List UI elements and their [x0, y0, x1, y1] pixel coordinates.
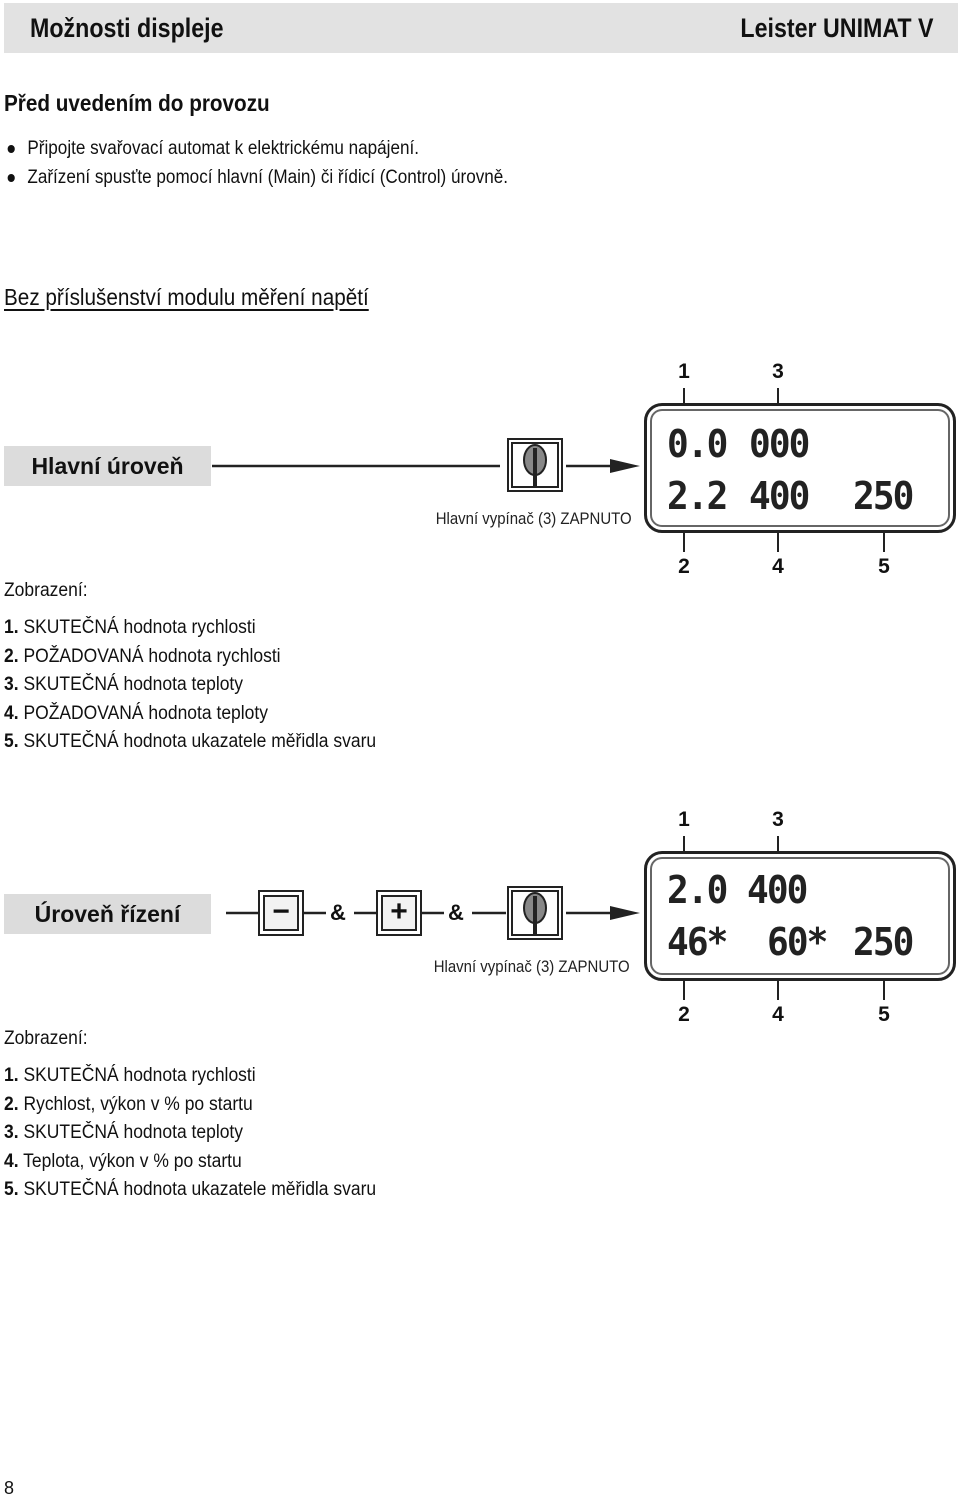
- lcd-speed-power: 46*: [667, 920, 728, 964]
- list-item: 1. SKUTEČNÁ hodnota rychlosti: [4, 617, 256, 638]
- bullet-item: Zařízení spusťte pomocí hlavní (Main) či…: [4, 163, 508, 192]
- lcd-temp-actual: 400: [747, 868, 808, 912]
- minus-button[interactable]: −: [258, 890, 304, 936]
- plus-button[interactable]: +: [376, 890, 422, 936]
- callout-number: 5: [878, 555, 890, 578]
- list-item: 4. Teplota, výkon v % po startu: [4, 1150, 242, 1172]
- callout-number: 3: [772, 808, 784, 831]
- page-header: Možnosti displeje Leister UNIMAT V: [4, 3, 958, 53]
- ampersand: &: [448, 900, 464, 925]
- lcd-temp-actual: 000: [749, 422, 810, 466]
- page-number: 8: [4, 1478, 15, 1498]
- main-switch-button[interactable]: [507, 438, 563, 492]
- lcd-temp-setpoint: 400: [749, 474, 810, 518]
- control-level-label: Úroveň řízení: [4, 894, 211, 934]
- main-switch-caption: Hlavní vypínač (3) ZAPNUTO: [436, 509, 632, 528]
- list-item: 4. POŽADOVANÁ hodnota teploty: [4, 702, 268, 724]
- lcd-speed-actual: 0.0: [667, 422, 728, 466]
- display-list-control: 1. SKUTEČNÁ hodnota rychlosti 2. Rychlos…: [4, 1062, 409, 1205]
- list-item: 5. SKUTEČNÁ hodnota ukazatele měřidla sv…: [4, 1179, 377, 1200]
- callout-number: 1: [678, 808, 690, 831]
- list-item: 3. SKUTEČNÁ hodnota teploty: [4, 1122, 244, 1143]
- list-item: 5. SKUTEČNÁ hodnota ukazatele měřidla sv…: [4, 731, 377, 752]
- lcd-speed-actual: 2.0: [667, 868, 728, 912]
- callout-number: 2: [678, 1003, 690, 1026]
- intro-heading: Před uvedením do provozu: [4, 90, 270, 116]
- main-switch-button[interactable]: [507, 886, 563, 940]
- display-heading: Zobrazení:: [4, 580, 88, 601]
- intro-bullets: Připojte svařovací automat k elektrickém…: [4, 134, 564, 192]
- callout-number: 4: [772, 555, 784, 578]
- ampersand: &: [330, 900, 346, 925]
- bullet-item: Připojte svařovací automat k elektrickém…: [4, 134, 508, 163]
- list-item: 3. SKUTEČNÁ hodnota teploty: [4, 674, 244, 695]
- lcd-temp-power: 60*: [767, 920, 828, 964]
- list-item: 1. SKUTEČNÁ hodnota rychlosti: [4, 1065, 256, 1086]
- section-heading: Bez příslušenství modulu měření napětí: [4, 284, 369, 310]
- power-switch-icon: [507, 886, 563, 940]
- callout-number: 3: [772, 360, 784, 383]
- lcd-display-control: 2.0 400 46* 60* 250: [644, 851, 956, 981]
- lcd-gauge-actual: 250: [853, 474, 914, 518]
- main-level-label: Hlavní úroveň: [4, 446, 211, 486]
- lcd-gauge-actual: 250: [853, 920, 914, 964]
- lcd-display-main: 0.0 000 2.2 400 250: [644, 403, 956, 533]
- control-switch-caption: Hlavní vypínač (3) ZAPNUTO: [434, 957, 630, 976]
- callout-number: 5: [878, 1003, 890, 1026]
- callout-number: 4: [772, 1003, 784, 1026]
- page-title: Možnosti displeje: [30, 13, 224, 43]
- lcd-speed-setpoint: 2.2: [667, 474, 728, 518]
- product-name: Leister UNIMAT V: [740, 13, 934, 43]
- list-item: 2. Rychlost, výkon v % po startu: [4, 1093, 253, 1115]
- callout-number: 1: [678, 360, 690, 383]
- list-item: 2. POŽADOVANÁ hodnota rychlosti: [4, 645, 281, 667]
- callout-number: 2: [678, 555, 690, 578]
- power-switch-icon: [507, 438, 563, 492]
- display-heading: Zobrazení:: [4, 1028, 88, 1049]
- display-list-main: 1. SKUTEČNÁ hodnota rychlosti 2. POŽADOV…: [4, 614, 409, 757]
